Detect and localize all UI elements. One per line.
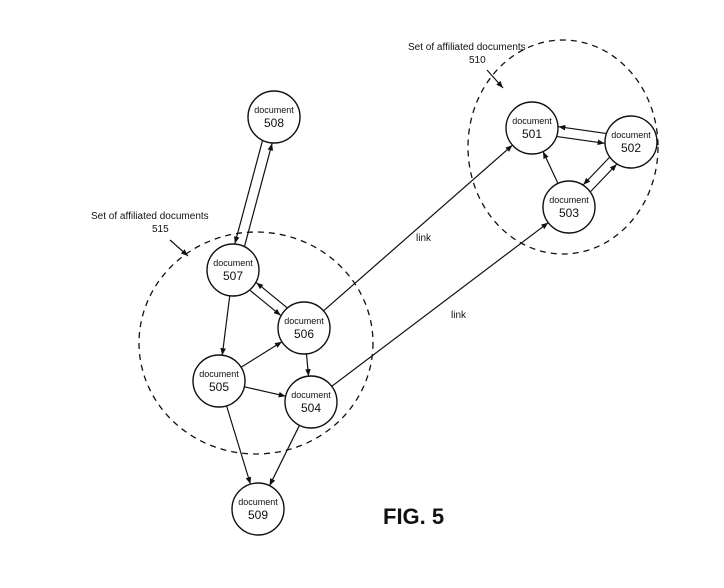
node-number-508: 508 — [264, 116, 284, 130]
node-caption-508: document — [254, 105, 294, 115]
link-label-504-503: link — [451, 310, 467, 321]
node-caption-505: document — [199, 369, 239, 379]
node-caption-509: document — [238, 497, 278, 507]
node-circle-502 — [604, 115, 658, 169]
edge-505-to-506 — [240, 341, 283, 368]
node-number-505: 505 — [209, 380, 229, 394]
node-caption-504: document — [291, 390, 331, 400]
node-number-501: 501 — [522, 127, 542, 141]
node-number-502: 502 — [621, 141, 641, 155]
edge-501-to-502 — [556, 135, 605, 146]
edge-506-to-504 — [305, 353, 311, 377]
node-circle-505 — [192, 354, 246, 408]
edge-507-to-506 — [249, 289, 282, 316]
edge-503-to-502 — [590, 163, 618, 193]
edge-505-to-504 — [244, 386, 286, 398]
node-number-503: 503 — [559, 206, 579, 220]
figure-caption: FIG. 5 — [383, 504, 444, 529]
node-caption-506: document — [284, 316, 324, 326]
node-number-506: 506 — [294, 327, 314, 341]
affiliated-set-515 — [138, 231, 374, 455]
edge-507-to-505 — [220, 295, 231, 356]
node-circle-504 — [284, 375, 338, 429]
edge-507-to-508 — [243, 143, 273, 247]
node-number-507: 507 — [223, 269, 243, 283]
group-ref-arrow-515 — [169, 239, 189, 257]
node-caption-507: document — [213, 258, 253, 268]
node-circle-501 — [505, 101, 559, 155]
affiliated-set-510 — [467, 39, 659, 255]
edge-505-to-509 — [226, 405, 252, 485]
edge-506-to-501 — [323, 144, 513, 312]
node-circle-503 — [542, 180, 596, 234]
link-label-506-501: link — [416, 233, 432, 244]
group-ref-515: 515 — [152, 224, 169, 235]
edge-504-to-509 — [269, 425, 300, 486]
edge-508-to-507 — [234, 140, 264, 244]
edge-504-to-503 — [331, 222, 549, 387]
node-circle-506 — [277, 301, 331, 355]
edge-502-to-503 — [582, 156, 610, 186]
edge-503-to-501 — [542, 151, 559, 184]
node-caption-501: document — [512, 116, 552, 126]
node-caption-503: document — [549, 195, 589, 205]
edge-502-to-501 — [558, 124, 607, 135]
node-circle-509 — [231, 482, 285, 536]
node-circle-508 — [247, 90, 301, 144]
group-ref-510: 510 — [469, 55, 486, 66]
node-number-509: 509 — [248, 508, 268, 522]
group-ref-arrow-510 — [486, 69, 504, 89]
edge-506-to-507 — [255, 282, 288, 309]
group-label-515: Set of affiliated documents — [91, 211, 209, 222]
node-caption-502: document — [611, 130, 651, 140]
group-label-510: Set of affiliated documents — [408, 42, 526, 53]
node-circle-507 — [206, 243, 260, 297]
node-number-504: 504 — [301, 401, 321, 415]
